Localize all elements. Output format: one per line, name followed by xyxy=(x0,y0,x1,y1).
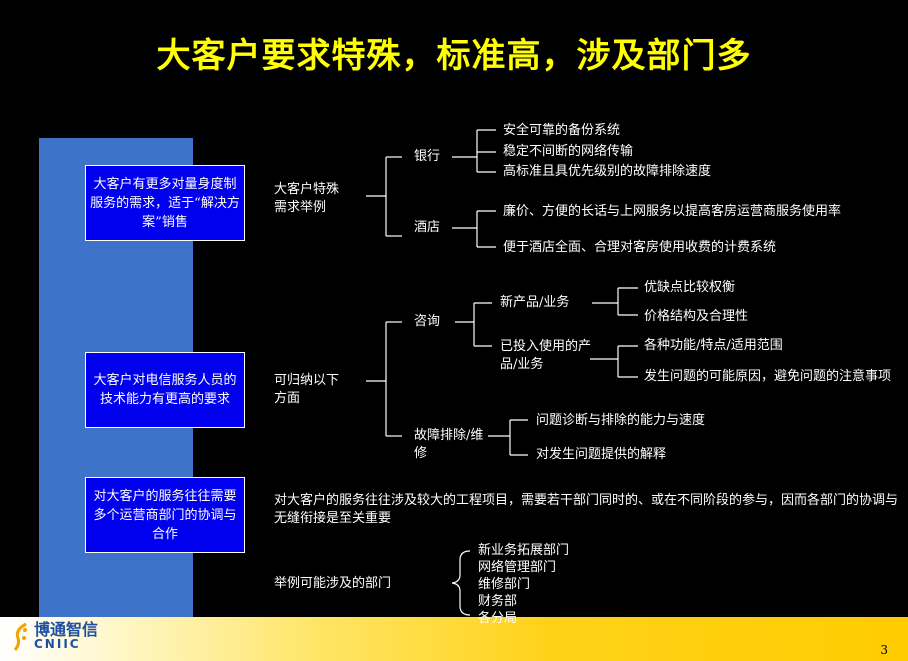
hotel-item-1: 廉价、方便的长话与上网服务以提高客房运营商服务使用率 xyxy=(503,204,842,219)
bank-item-3: 高标准且具优先级别的故障排除速度 xyxy=(503,164,712,179)
existing-product-item-2: 发生问题的可能原因，避免问题的注意事项 xyxy=(644,369,892,384)
consult-label: 咨询 xyxy=(414,314,441,329)
example-departments-label: 举例可能涉及的部门 xyxy=(274,576,392,591)
new-product-label: 新产品/业务 xyxy=(500,295,570,310)
fault-label: 故障排除/维修 xyxy=(414,428,484,461)
logo-mark-icon xyxy=(12,622,30,652)
bank-item-2: 稳定不间断的网络传输 xyxy=(503,144,634,159)
section1-label-line2: 需求举例 xyxy=(274,200,327,215)
existing-product-item-1: 各种功能/特点/适用范围 xyxy=(644,338,783,353)
point-box-technical: 大客户对电信服务人员的技术能力有更高的要求 xyxy=(85,352,245,428)
footer-bar xyxy=(0,617,908,661)
section2-label-line1: 可归纳以下 xyxy=(274,373,340,388)
point-box-customization: 大客户有更多对量身度制服务的需求，适于“解决方案”销售 xyxy=(85,165,245,241)
existing-product-label: 已投入使用的产品/业务 xyxy=(500,339,592,372)
slide-title: 大客户要求特殊，标准高，涉及部门多 xyxy=(156,36,752,76)
department-5: 各分局 xyxy=(478,611,518,626)
fault-item-1: 问题诊断与排除的能力与速度 xyxy=(536,413,706,428)
section2-label-line2: 方面 xyxy=(274,391,301,406)
logo-chinese-text: 博通智信 xyxy=(34,620,99,639)
section3-text: 对大客户的服务往往涉及较大的工程项目，需要若干部门同时的、或在不同阶段的参与，因… xyxy=(274,493,899,526)
fault-item-2: 对发生问题提供的解释 xyxy=(536,447,667,462)
company-logo: 博通智信 CNIIC xyxy=(12,622,98,652)
department-2: 网络管理部门 xyxy=(478,560,557,575)
page-number: 3 xyxy=(880,643,888,657)
bank-item-1: 安全可靠的备份系统 xyxy=(503,123,621,138)
department-3: 维修部门 xyxy=(478,577,531,592)
new-product-item-2: 价格结构及合理性 xyxy=(644,309,749,324)
hotel-label: 酒店 xyxy=(414,220,441,235)
new-product-item-1: 优缺点比较权衡 xyxy=(644,280,736,295)
department-4: 财务部 xyxy=(478,594,518,609)
logo-english-text: CNIIC xyxy=(34,637,81,651)
hotel-item-2: 便于酒店全面、合理对客房使用收费的计费系统 xyxy=(503,240,777,255)
section1-label-line1: 大客户特殊 xyxy=(274,182,340,197)
bank-label: 银行 xyxy=(414,149,441,164)
point-box-coordination: 对大客户的服务往往需要多个运营商部门的协调与合作 xyxy=(85,477,245,553)
department-1: 新业务拓展部门 xyxy=(478,543,570,558)
